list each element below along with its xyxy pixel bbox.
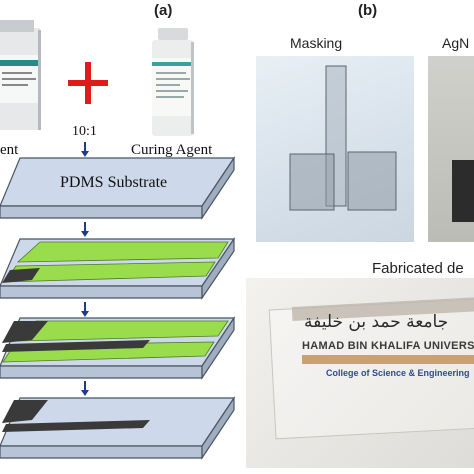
fabricated-device-photo: جامعة حمد بن خليفة HAMAD BIN KHALIFA UNI… <box>246 278 474 468</box>
logo-gold-bar <box>302 355 474 364</box>
arrow-down-icon <box>81 381 89 396</box>
coated-slab <box>0 316 236 380</box>
agnw-title: AgN <box>442 35 470 51</box>
pdms-base-bottle <box>0 20 41 130</box>
curing-agent-label: Curing Agent <box>131 142 213 158</box>
logo-english-text: HAMAD BIN KHALIFA UNIVERSITY <box>302 340 474 352</box>
substrate-label: PDMS Substrate <box>60 174 168 191</box>
masked-slab <box>0 237 236 300</box>
agnw-photo <box>428 56 474 242</box>
masking-photo <box>256 56 414 242</box>
arrow-down-icon <box>81 302 89 317</box>
masking-pattern <box>289 65 397 211</box>
arrow-down-icon <box>81 222 89 237</box>
panel-label-b: (b) <box>358 2 378 19</box>
panel-label-a: (a) <box>154 2 173 19</box>
final-device-slab <box>0 396 236 460</box>
plus-icon <box>68 62 108 104</box>
panel-a-schematic <box>0 20 236 460</box>
mix-ratio-label: 10:1 <box>72 124 97 139</box>
pdms-substrate-slab <box>0 156 236 220</box>
logo-arabic-text: جامعة حمد بن خليفة <box>304 312 449 332</box>
arrow-down-icon <box>81 142 89 157</box>
curing-agent-bottle <box>152 28 194 136</box>
agnw-coated-patch <box>452 160 474 222</box>
fabricated-title: Fabricated de <box>372 260 464 277</box>
logo-college-text: College of Science & Engineering <box>326 368 470 378</box>
masking-title: Masking <box>290 35 343 51</box>
base-label: ent <box>0 142 19 158</box>
